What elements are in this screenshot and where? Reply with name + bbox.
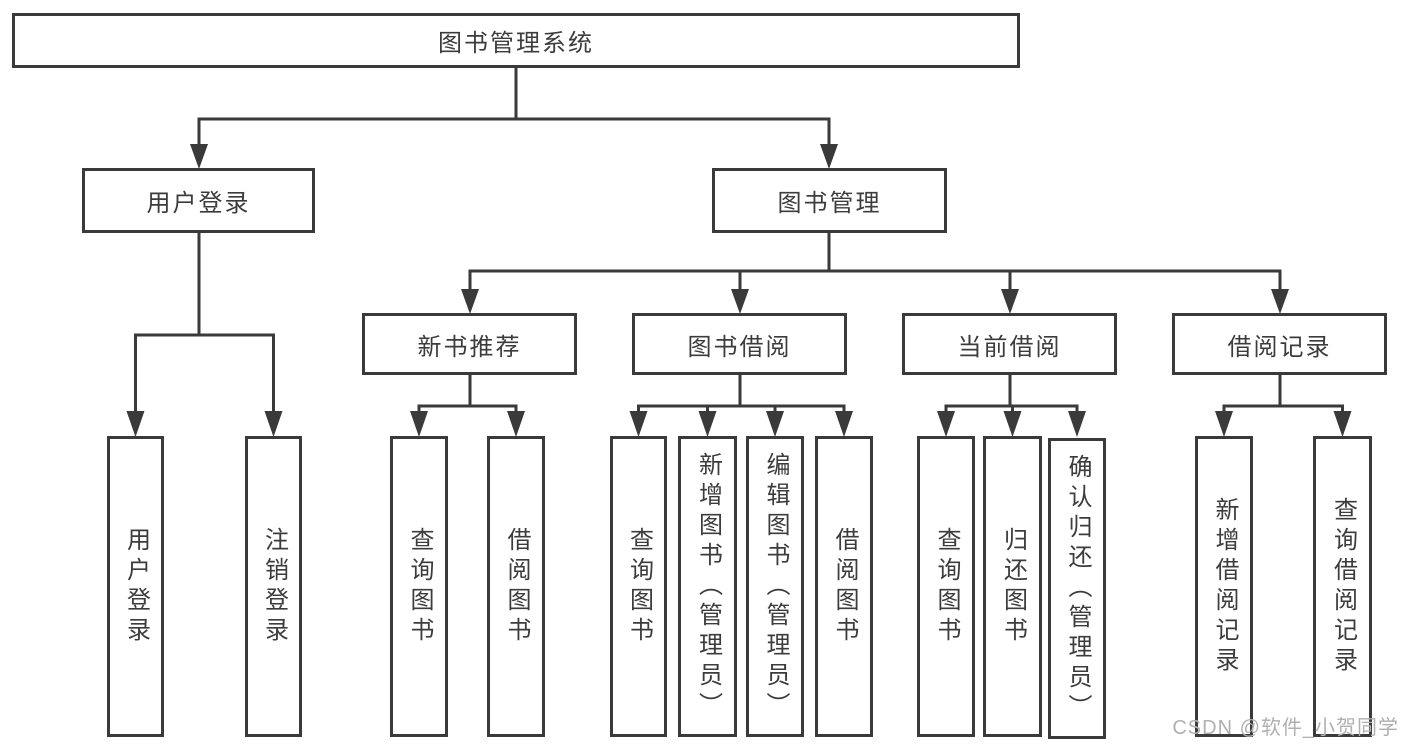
leaf-logout: 注销登录 (245, 436, 302, 737)
node-borrowing-records: 借阅记录 (1172, 313, 1387, 375)
watermark: CSDN @软件_小贺同学 (1172, 717, 1399, 739)
leaf-add-borrow-record: 新增借阅记录 (1195, 436, 1253, 737)
node-book-management: 图书管理 (712, 168, 947, 233)
leaf-confirm-return-admin: 确认归还（管理员） (1048, 438, 1106, 739)
leaf-recommend-query-books: 查询图书 (390, 436, 448, 737)
leaf-borrowing-borrow-books: 借阅图书 (815, 436, 873, 737)
leaf-borrowing-query-books: 查询图书 (610, 436, 667, 737)
node-new-book-recommendation: 新书推荐 (362, 313, 577, 375)
node-library-management-system: 图书管理系统 (12, 13, 1020, 68)
leaf-edit-books-admin: 编辑图书（管理员） (746, 436, 804, 737)
leaf-query-borrow-record: 查询借阅记录 (1313, 436, 1372, 737)
leaf-return-books: 归还图书 (983, 436, 1042, 737)
leaf-current-query-books: 查询图书 (917, 436, 975, 737)
node-current-borrowing: 当前借阅 (902, 313, 1117, 375)
leaf-user-login: 用户登录 (107, 436, 164, 737)
node-user-login: 用户登录 (82, 168, 315, 233)
leaf-recommend-borrow-books: 借阅图书 (487, 436, 545, 737)
node-book-borrowing: 图书借阅 (632, 313, 847, 375)
leaf-add-books-admin: 新增图书（管理员） (678, 436, 737, 737)
